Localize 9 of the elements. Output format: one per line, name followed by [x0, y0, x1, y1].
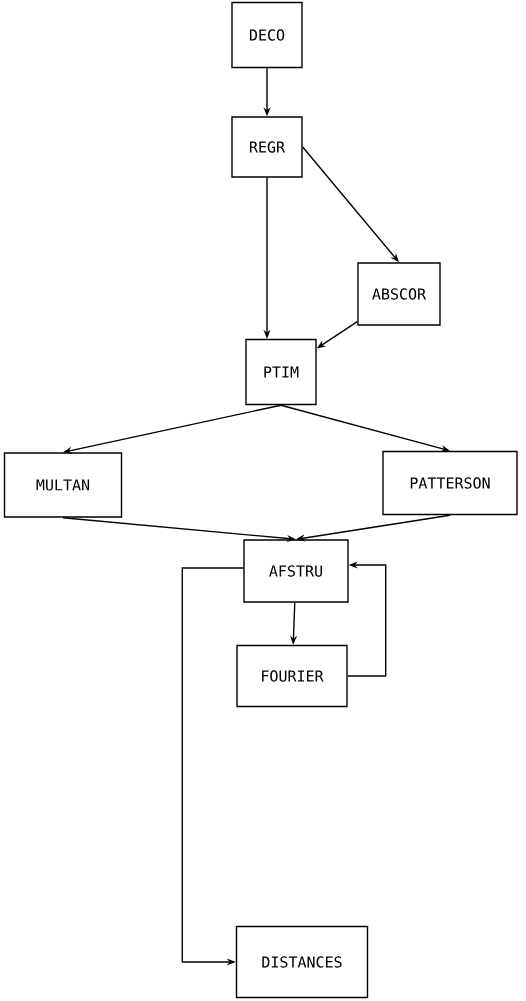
program-box: AFSTRU	[243, 539, 349, 603]
program-box: FOURIER	[236, 644, 348, 708]
program-box: MULTAN	[3, 452, 123, 518]
program-box: DECO	[231, 1, 303, 69]
program-box: PTIM	[245, 338, 317, 406]
program-box: PATTERSON	[382, 450, 518, 516]
program-box: ABSCOR	[357, 262, 441, 326]
program-box: REGR	[231, 116, 303, 178]
program-box: DISTANCES	[235, 925, 369, 999]
